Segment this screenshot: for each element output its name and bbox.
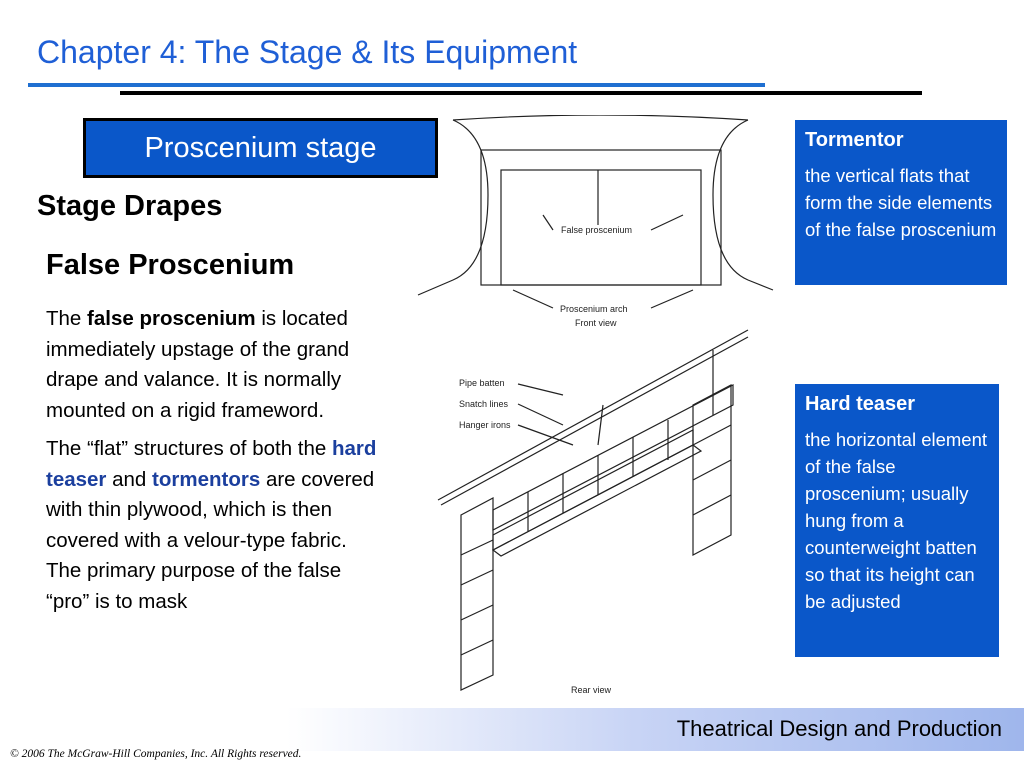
subhead: Stage Drapes bbox=[37, 190, 223, 222]
title-rule-blue bbox=[28, 83, 765, 87]
arch-top bbox=[452, 115, 749, 121]
copyright-notice: © 2006 The McGraw-Hill Companies, Inc. A… bbox=[10, 748, 302, 760]
p2-term-hard-teaser: hard teaser bbox=[46, 437, 377, 491]
snatch-line-1 bbox=[597, 404, 604, 446]
definition-hard-teaser: Hard teaser the horizontal element of th… bbox=[795, 384, 999, 657]
label-proscenium-arch: Proscenium arch bbox=[560, 304, 628, 314]
term-tormentor: Tormentor bbox=[805, 129, 904, 151]
front-leader-4 bbox=[512, 289, 554, 309]
p1-bold-term: false proscenium bbox=[87, 307, 256, 330]
definition-tormentor: Tormentor the vertical flats that form t… bbox=[795, 120, 1007, 285]
rear-leader-2 bbox=[517, 403, 564, 426]
left-torm-rail-3 bbox=[460, 604, 494, 621]
p2-term-tormentors: tormentors bbox=[152, 467, 261, 491]
front-leader-2 bbox=[650, 214, 684, 231]
label-pipe-batten: Pipe batten bbox=[459, 378, 505, 388]
body-text: The false proscenium is located immediat… bbox=[46, 304, 386, 625]
label-hanger-irons: Hanger irons bbox=[459, 420, 511, 430]
p2-text-3: are covered with thin plywood, which is … bbox=[46, 467, 375, 613]
title-rule-black bbox=[120, 91, 922, 95]
rear-leader-1 bbox=[517, 383, 564, 396]
right-torm-rail-2 bbox=[692, 459, 732, 481]
rear-view bbox=[437, 329, 749, 691]
arch-left-curve bbox=[417, 119, 489, 296]
definition-text-hard-teaser: the horizontal element of the false pros… bbox=[805, 429, 988, 612]
p2-text-2: and bbox=[106, 467, 153, 491]
front-view bbox=[417, 115, 774, 309]
p2-text-1: The “flat” structures of both the bbox=[46, 437, 332, 460]
p1-post: is located immediately upstage of the gr… bbox=[46, 307, 350, 422]
p1-pre: The bbox=[46, 307, 88, 330]
left-torm-rail-2 bbox=[460, 569, 494, 586]
label-front-view: Front view bbox=[575, 318, 617, 328]
front-leader-1 bbox=[542, 214, 554, 231]
right-torm-rail-1 bbox=[692, 424, 732, 446]
footer-title: Theatrical Design and Production bbox=[676, 716, 1002, 741]
section-label: Proscenium stage bbox=[144, 131, 377, 164]
false-proscenium-diagram: False proscenium Proscenium arch Front v… bbox=[417, 115, 774, 695]
rear-leader-3 bbox=[517, 424, 574, 446]
footer-band bbox=[0, 708, 1024, 751]
left-torm-rail-1 bbox=[460, 539, 494, 556]
teaser-front bbox=[491, 444, 703, 557]
definition-text-tormentor: the vertical flats that form the side el… bbox=[805, 165, 997, 240]
teaser-top-rail bbox=[492, 429, 694, 551]
label-rear-view: Rear view bbox=[571, 685, 612, 695]
false-pro-inner bbox=[500, 169, 702, 286]
paragraph-1: The false proscenium is located immediat… bbox=[46, 304, 386, 426]
right-tormentor bbox=[692, 384, 732, 556]
arch-right-curve bbox=[712, 119, 774, 291]
left-torm-rail-4 bbox=[460, 639, 494, 656]
pipe-batten bbox=[437, 329, 749, 501]
front-leader-5 bbox=[650, 289, 694, 309]
section-label-box: Proscenium stage bbox=[83, 118, 438, 178]
term-hard-teaser: Hard teaser bbox=[805, 393, 916, 415]
label-false-proscenium: False proscenium bbox=[561, 225, 632, 235]
left-tormentor bbox=[460, 497, 494, 691]
section-heading: False Proscenium bbox=[46, 249, 295, 281]
paragraph-2: The “flat” structures of both the hard t… bbox=[46, 434, 386, 617]
pipe-batten-lower bbox=[440, 336, 749, 506]
chapter-title: Chapter 4: The Stage & Its Equipment bbox=[37, 34, 578, 70]
right-torm-rail-3 bbox=[692, 494, 732, 516]
label-snatch-lines: Snatch lines bbox=[459, 399, 509, 409]
